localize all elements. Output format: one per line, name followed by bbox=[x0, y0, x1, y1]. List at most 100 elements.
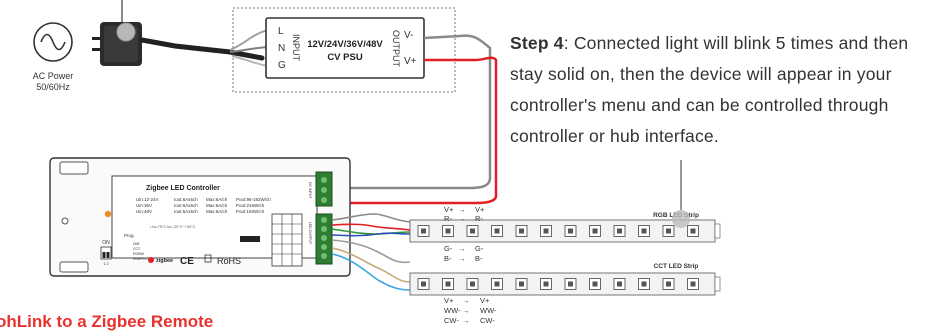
cct-led-chip-core bbox=[519, 281, 524, 287]
ac-power-frequency: 50/60Hz bbox=[36, 82, 70, 92]
cct-wire-label: WW- bbox=[480, 306, 497, 315]
wire-arrow: → bbox=[462, 296, 470, 305]
spec-text: Max:6A/ch bbox=[206, 197, 228, 202]
dip-on-label: ON bbox=[102, 240, 110, 246]
psu-boundary bbox=[232, 7, 456, 93]
zigbee-logo-icon bbox=[148, 257, 154, 263]
rgb-led-chip-core bbox=[617, 228, 622, 234]
spec-text: Pout:96-192W/ch bbox=[236, 197, 271, 202]
spec-text: Uin:36V bbox=[136, 203, 152, 208]
rgb-led-chip-core bbox=[641, 228, 647, 234]
rgb-led-chip-core bbox=[543, 228, 549, 234]
spec-text: Uin:12-24V bbox=[136, 197, 159, 202]
rgb-wire-label: V+ bbox=[475, 205, 485, 214]
prog-label: Prog. bbox=[124, 233, 135, 238]
wire-arrow: → bbox=[458, 254, 466, 263]
cct-led-row bbox=[417, 278, 699, 290]
spec-text: Uin:48V bbox=[136, 209, 152, 214]
step4-text: : Connected light will blink 5 times and… bbox=[510, 33, 909, 146]
psu-terminal-vplus: V+ bbox=[404, 56, 417, 67]
psu-output-label: OUTPUT bbox=[391, 30, 401, 68]
spec-text: Pout:192W/ch bbox=[236, 209, 265, 214]
cct-strip-title: CCT LED Strip bbox=[654, 263, 699, 270]
rgb-led-chip-core bbox=[445, 228, 451, 234]
psu-input-label: INPUT bbox=[291, 34, 301, 62]
rohs-mark: RoHS bbox=[217, 256, 241, 266]
bottom-section-title: ohLink to a Zigbee Remote bbox=[0, 312, 214, 331]
spec-text: Max:6A/ch bbox=[206, 203, 228, 208]
ac-power-icon bbox=[33, 22, 73, 62]
cct-led-chip-core bbox=[592, 281, 598, 287]
rgb-led-chip-core bbox=[666, 228, 671, 234]
spec-text: Iout:6Ax5ch bbox=[174, 197, 198, 202]
cct-led-chip-core bbox=[617, 281, 622, 287]
power-plug bbox=[92, 0, 142, 66]
psu-terminal-l: L bbox=[278, 26, 284, 37]
rgb-led-chip-core bbox=[421, 228, 426, 234]
cct-led-chip-core bbox=[690, 281, 696, 287]
psu-terminal-n: N bbox=[278, 43, 285, 54]
cct-wire-label: CW- bbox=[480, 316, 495, 325]
step4-heading: Step 4 bbox=[510, 33, 564, 53]
cct-led-chip-core bbox=[421, 281, 426, 287]
spec-text: Pout:216W/ch bbox=[236, 203, 265, 208]
dip-numbers: 1 2 bbox=[103, 261, 109, 266]
dip-mode-cct: CCT bbox=[133, 247, 141, 251]
cct-led-chip-core bbox=[568, 281, 573, 287]
cct-led-strip: CCT LED Strip bbox=[409, 263, 721, 296]
led-output-label: LED OUTPUT bbox=[308, 222, 312, 245]
wire-arrow: → bbox=[462, 306, 470, 315]
status-led-indicator bbox=[104, 210, 112, 218]
cct-led-chip-core bbox=[641, 281, 647, 287]
psu-subtitle: CV PSU bbox=[327, 52, 363, 63]
cct-wire-label: V+ bbox=[444, 296, 454, 305]
rgb-led-chip-core bbox=[494, 228, 500, 234]
cct-led-chip-core bbox=[470, 281, 475, 287]
spec-text: Iout:6Ax5ch bbox=[174, 203, 198, 208]
wire-arrow: → bbox=[458, 214, 466, 223]
wire-arrow: → bbox=[458, 244, 466, 253]
dip-switch[interactable] bbox=[100, 246, 112, 260]
rgb-wire-label: V+ bbox=[444, 205, 454, 214]
cct-wire-label: CW- bbox=[444, 316, 459, 325]
ac-power-label: AC Power bbox=[33, 71, 74, 81]
rgb-led-chip-core bbox=[519, 228, 524, 234]
rgb-led-chip-core bbox=[568, 228, 573, 234]
cct-wire-label: V+ bbox=[480, 296, 490, 305]
rgb-led-strip: RGB LED Strip bbox=[409, 160, 721, 243]
rgb-led-chip-core bbox=[690, 228, 696, 234]
spec-text: Max:6A/ch bbox=[206, 209, 228, 214]
temp-rating: • ta=75°C ta=-20°C~+50°C bbox=[150, 225, 196, 229]
controller-title: Zigbee LED Controller bbox=[146, 185, 220, 192]
zigbee-controller: Zigbee LED Controller Uin:12-24V Uin:36V… bbox=[49, 157, 351, 277]
cct-led-chip-core bbox=[445, 281, 451, 287]
wire-arrow: → bbox=[462, 316, 470, 325]
dip-mode-dim: DIM bbox=[133, 242, 140, 246]
dc-input-label: DC INPUT bbox=[308, 182, 312, 199]
psu-title: 12V/24V/36V/48V bbox=[307, 39, 383, 50]
spec-text: Iout:6Ax5ch bbox=[174, 209, 198, 214]
rgb-wire-label: R- bbox=[444, 214, 452, 223]
zigbee-logo-text: zigbee bbox=[156, 258, 173, 264]
output-terminal-block bbox=[271, 213, 303, 267]
touch-indicator bbox=[672, 210, 690, 228]
rgb-wire-label: B- bbox=[444, 254, 452, 263]
step4-instruction: Step 4: Connected light will blink 5 tim… bbox=[510, 28, 935, 152]
psu-terminal-vminus: V- bbox=[404, 30, 413, 41]
rgb-led-chip-core bbox=[592, 228, 598, 234]
rgb-wire-label: G- bbox=[475, 244, 484, 253]
cct-wire-label: WW- bbox=[444, 306, 461, 315]
psu: L N G INPUT 12V/24V/36V/48V CV PSU OUTPU… bbox=[265, 17, 425, 79]
ce-mark: CE bbox=[180, 256, 194, 267]
rgb-wire-label: B- bbox=[475, 254, 483, 263]
ac-power-source: AC Power 50/60Hz bbox=[33, 22, 74, 92]
rgb-led-row bbox=[417, 225, 699, 237]
wire-arrow: → bbox=[458, 205, 466, 214]
rgb-wire-label: G- bbox=[444, 244, 453, 253]
dip-mode-rgbw: RGBW bbox=[133, 252, 145, 256]
rgb-wire-label: R- bbox=[475, 214, 483, 223]
cct-led-chip-core bbox=[666, 281, 671, 287]
cct-led-chip-core bbox=[543, 281, 549, 287]
weee-bin-icon bbox=[204, 254, 212, 263]
psu-terminal-g: G bbox=[278, 60, 286, 71]
